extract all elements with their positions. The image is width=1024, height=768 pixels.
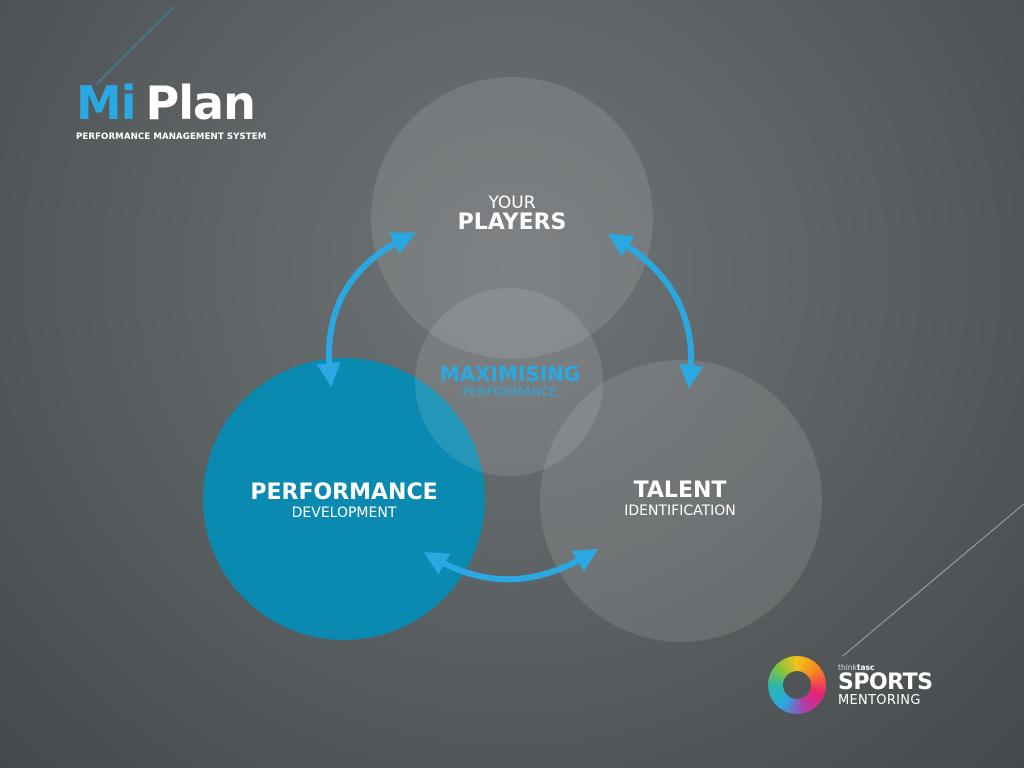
sports-mentoring-text: thinktasc SPORTS MENTORING [838,664,933,708]
talent-circle [540,360,822,642]
multicolor-ring-icon [768,656,826,714]
logo-mi-text: Mi [76,76,137,130]
players-label: YOUR PLAYERS [412,194,612,234]
logo-subtitle: PERFORMANCE MANAGEMENT SYSTEM [76,132,267,142]
tasc-text: tasc [856,663,875,672]
logo-plan-text: Plan [145,76,256,130]
sports-mentoring-logo: thinktasc SPORTS MENTORING [768,656,948,716]
talent-line1: TALENT [633,478,727,503]
mentoring-text: MENTORING [838,693,921,708]
players-circle [371,77,653,359]
talent-line2: IDENTIFICATION [624,503,736,519]
players-line1: YOUR [488,193,536,213]
performance-label: PERFORMANCE DEVELOPMENT [224,482,464,522]
players-line2: PLAYERS [457,210,567,235]
performance-line2: DEVELOPMENT [291,505,397,521]
think-text: think [838,663,857,672]
arrow-right-icon [607,233,704,389]
performance-line1: PERFORMANCE [250,480,438,505]
sports-text: SPORTS [838,670,933,695]
thinktasc-label: thinktasc [838,664,932,672]
center-line1: MAXIMISING [439,362,581,386]
center-label: MAXIMISING PERFORMANCE [410,364,610,399]
performance-development-circle [203,358,485,640]
maximising-performance-circle [415,288,603,476]
center-line2: PERFORMANCE [462,384,558,399]
arrow-left-icon [316,232,416,387]
talent-label: TALENT IDENTIFICATION [580,480,780,520]
arrow-bottom-icon [423,548,599,583]
